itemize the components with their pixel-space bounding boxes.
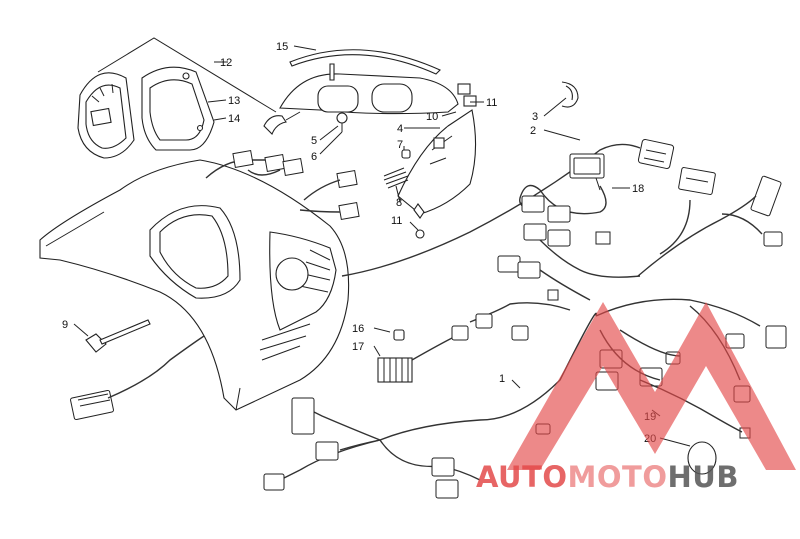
- plug: [595, 175, 783, 247]
- callout-9: 9: [62, 319, 68, 331]
- callout-2: 2: [530, 125, 536, 137]
- callout-14: 14: [228, 113, 240, 125]
- wire: [299, 179, 341, 213]
- svg-text:AUTOMOTOHUB: AUTOMOTOHUB: [476, 460, 739, 494]
- leader-17: [373, 345, 381, 357]
- callout-16: 16: [352, 323, 364, 335]
- callout-7: 7: [397, 139, 403, 151]
- callout-3: 3: [532, 111, 538, 123]
- watermark-logo: AUTOMOTOHUB: [476, 302, 796, 494]
- leader-12: [97, 37, 277, 113]
- wire: [637, 195, 763, 277]
- watermark-triangle: [507, 302, 796, 470]
- headlight-housing: [279, 63, 459, 115]
- plug: [451, 289, 559, 341]
- fuse-block: [678, 167, 716, 195]
- leader-11b: [409, 221, 419, 231]
- headlight-bracket: [397, 109, 477, 219]
- gauge-housing: [141, 66, 215, 151]
- leader-16: [373, 327, 391, 333]
- leader-8: [395, 185, 401, 203]
- callout-18: 18: [632, 183, 644, 195]
- callout-5: 5: [311, 135, 317, 147]
- relay-module: [569, 153, 605, 191]
- wire-harness: [299, 312, 598, 471]
- leader-10: [441, 111, 457, 117]
- wire: [539, 239, 641, 301]
- plug: [232, 149, 360, 221]
- leader-13: [207, 99, 227, 103]
- wire: [411, 302, 571, 361]
- leader-3: [543, 97, 567, 117]
- leader-5: [319, 125, 339, 141]
- callout-labels: 1 2 3 4 5 6 7 8 9 10 11 11 12 13 14 15 1…: [62, 41, 656, 445]
- callout-17: 17: [352, 341, 364, 353]
- main-connector: [70, 389, 114, 421]
- callout-15: 15: [276, 41, 288, 53]
- leader-2: [543, 129, 581, 141]
- leader-14: [213, 117, 227, 121]
- voltage-regulator: [377, 329, 413, 383]
- trim-strip: [289, 49, 441, 75]
- front-fairing: [39, 159, 350, 411]
- hose-clamp: [687, 441, 717, 475]
- clip: [457, 83, 477, 107]
- callout-13: 13: [228, 95, 240, 107]
- wire: [279, 405, 481, 481]
- hose-clamp: [561, 81, 579, 108]
- wire: [107, 335, 205, 399]
- plug: [497, 195, 571, 279]
- bolt: [85, 319, 151, 353]
- plug: [263, 397, 459, 499]
- callout-11b: 11: [391, 215, 402, 227]
- bulb-socket: [263, 111, 348, 135]
- watermark-auto: AUTO: [476, 460, 568, 494]
- leader-1: [511, 379, 521, 389]
- leader-6: [319, 131, 343, 155]
- watermark-moto: MOTO: [568, 460, 668, 494]
- wire-harness: [341, 143, 641, 277]
- callout-12: 12: [220, 57, 232, 69]
- screw: [415, 229, 425, 239]
- leader-20: [659, 437, 691, 447]
- callout-10: 10: [426, 111, 438, 123]
- wire: [519, 184, 607, 215]
- callout-6: 6: [311, 151, 317, 163]
- leader-9: [73, 323, 89, 337]
- callout-8: 8: [396, 197, 402, 209]
- speedometer-gauge: [77, 72, 135, 159]
- callout-4: 4: [397, 123, 403, 135]
- callout-1: 1: [499, 373, 505, 385]
- watermark-hub: HUB: [668, 460, 739, 494]
- callout-11a: 11: [486, 97, 497, 109]
- adjuster-spring: [383, 149, 411, 189]
- harness-connector: [637, 138, 675, 170]
- leader-15: [293, 45, 317, 51]
